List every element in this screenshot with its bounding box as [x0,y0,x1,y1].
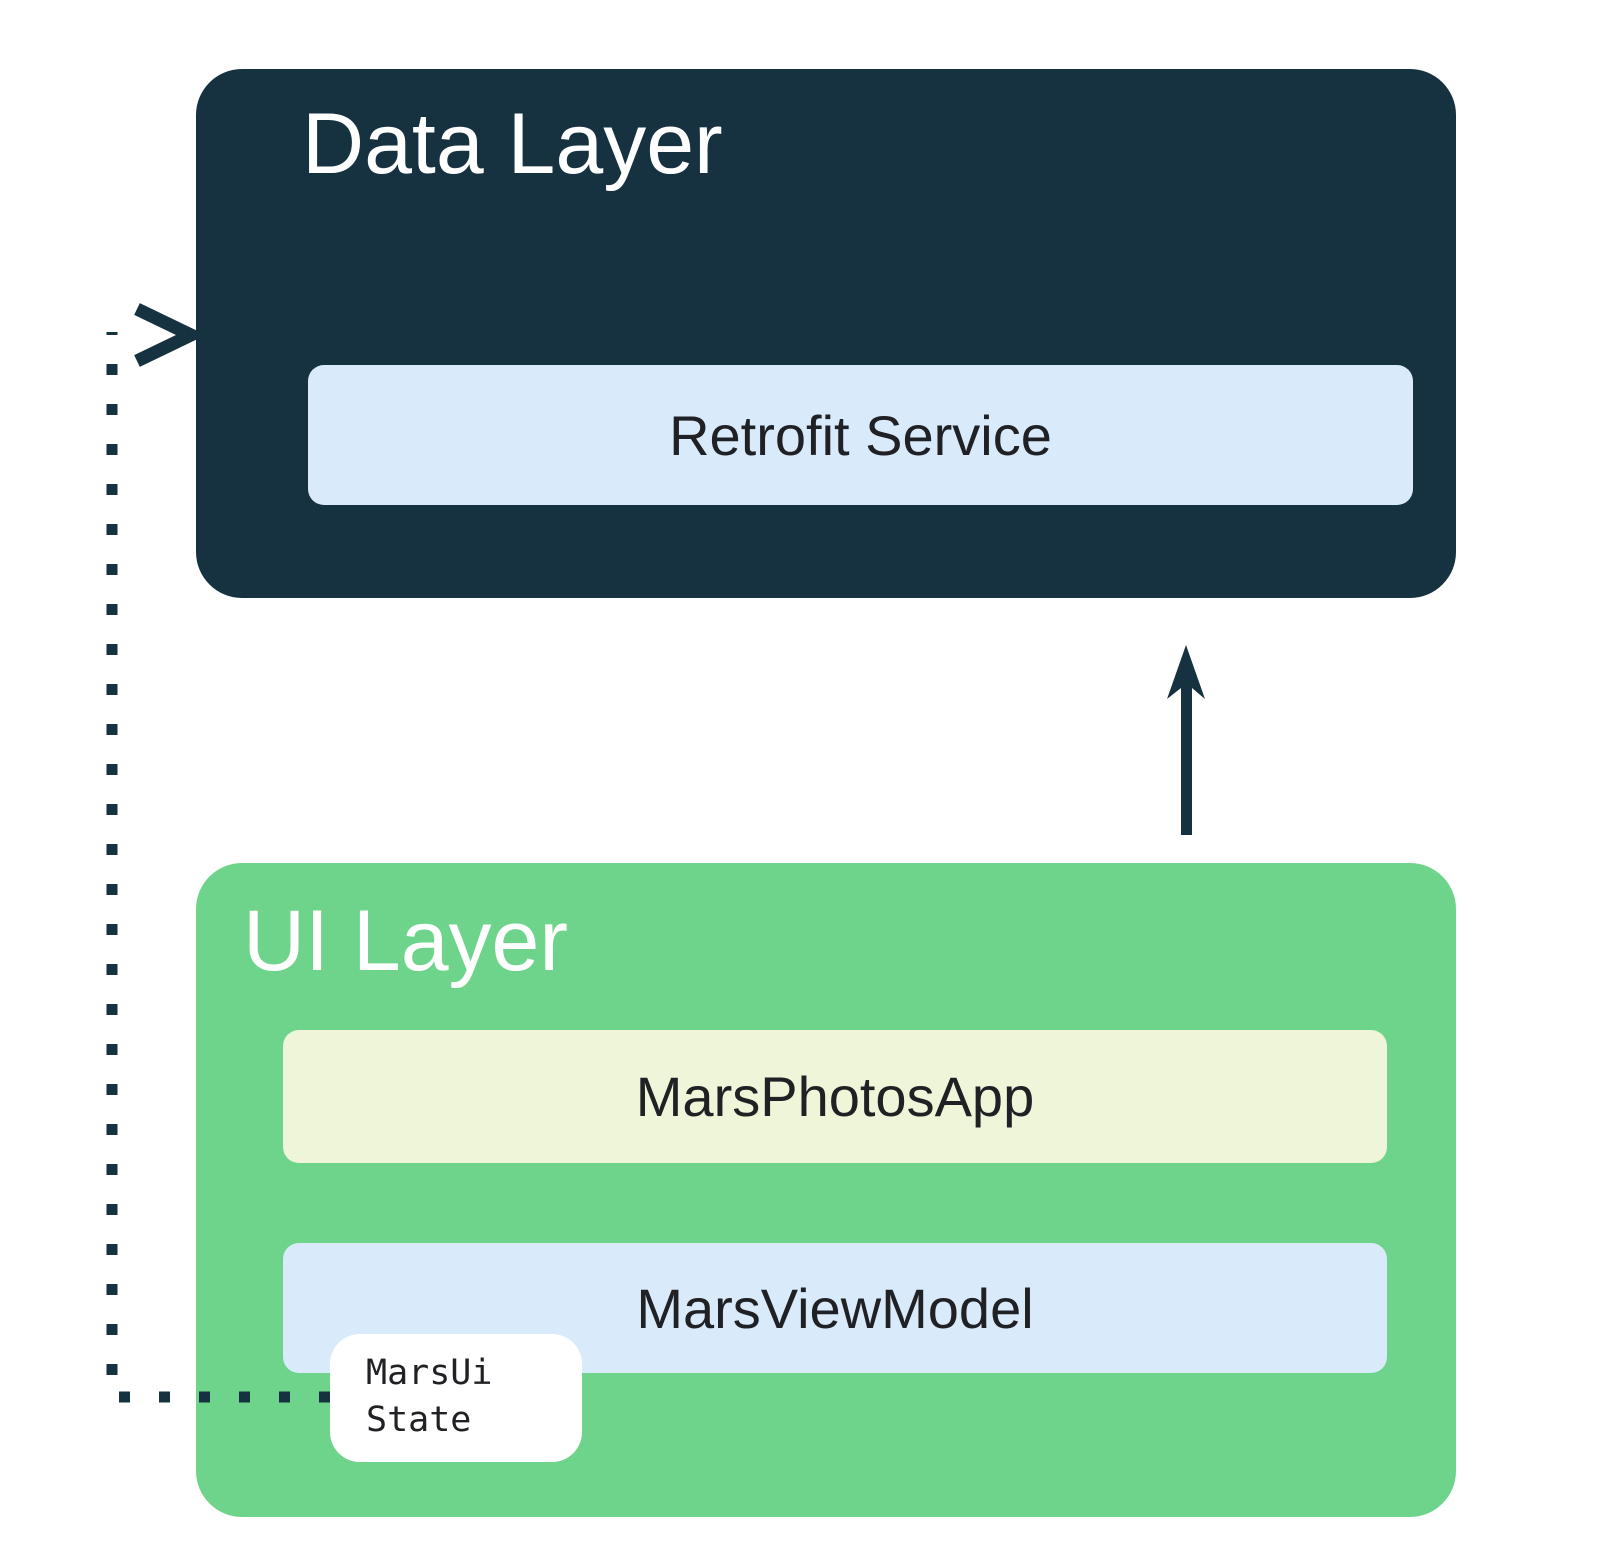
data-layer-title: Data Layer [302,96,723,192]
mars-ui-state-label-line2: State [366,1400,472,1440]
mars-ui-state-label-line1: MarsUi [366,1353,493,1393]
mars-photos-app-label: MarsPhotosApp [635,1065,1035,1128]
data-layer-box: Data Layer Retrofit Service [196,69,1456,598]
mars-photos-app-box: MarsPhotosApp [283,1030,1387,1163]
mars-ui-state-box: MarsUi State [330,1334,582,1462]
dotted-arrowhead-icon [134,303,206,367]
ui-layer-title: UI Layer [243,893,569,989]
up-arrow-icon [1167,645,1205,835]
retrofit-service-label: Retrofit Service [669,403,1052,467]
mars-view-model-label: MarsViewModel [636,1276,1034,1340]
retrofit-service-box: Retrofit Service [308,365,1413,505]
ui-layer-box: UI Layer MarsPhotosApp MarsViewModel Mar… [196,863,1456,1517]
